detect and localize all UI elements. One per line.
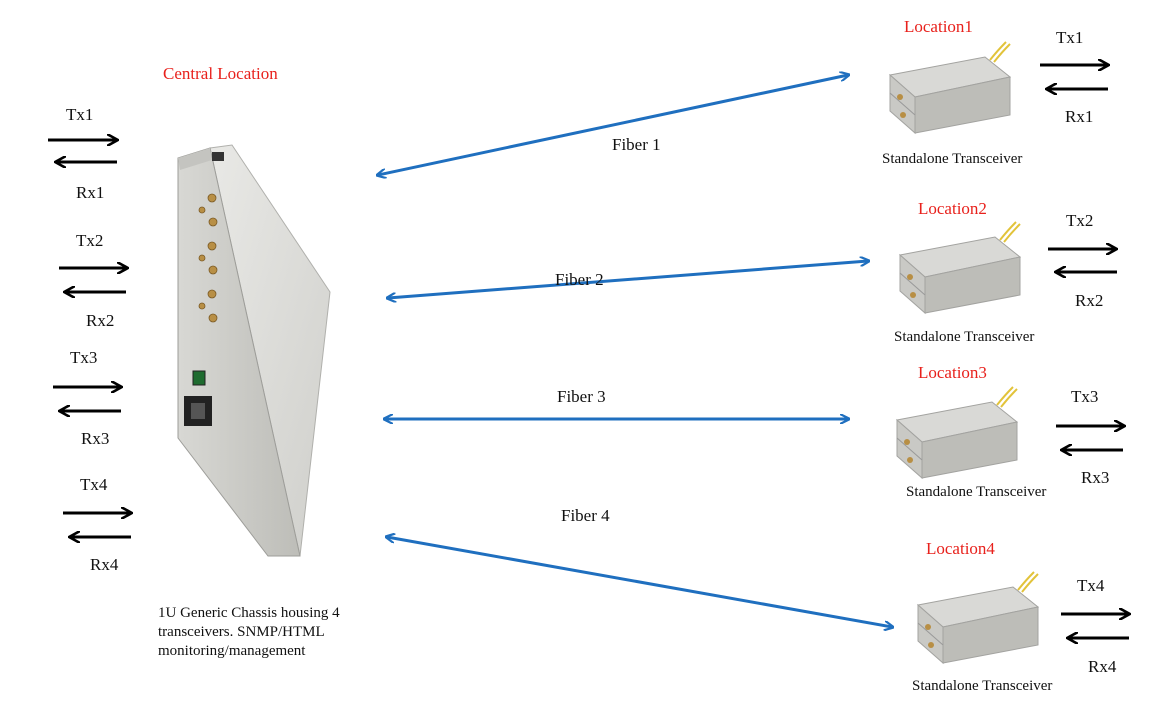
location1-rx-label: Rx1 — [1065, 107, 1094, 126]
central-tx2-label: Tx2 — [76, 231, 104, 250]
central-tx1-label: Tx1 — [66, 105, 94, 124]
power-switch-icon — [212, 152, 224, 161]
fiber-1-label: Fiber 1 — [612, 135, 661, 154]
central-rx3-label: Rx3 — [81, 429, 110, 448]
location1-title: Location1 — [904, 17, 973, 36]
location4-device-label: Standalone Transceiver — [912, 678, 1053, 694]
location3-device-label: Standalone Transceiver — [906, 484, 1047, 500]
transceiver-image-2 — [898, 221, 1022, 315]
fiber-4-label: Fiber 4 — [561, 506, 610, 525]
central-rx1-label: Rx1 — [76, 183, 105, 202]
location1-tx-label: Tx1 — [1056, 28, 1084, 47]
central-chassis-description: 1U Generic Chassis housing 4 transceiver… — [158, 605, 340, 659]
central-tx4-label: Tx4 — [80, 475, 108, 494]
transceiver-image-3 — [895, 386, 1019, 480]
central-location-title: Central Location — [163, 64, 278, 83]
fiber-2-link — [388, 261, 868, 298]
central-rx4-label: Rx4 — [90, 555, 119, 574]
location1-device-label: Standalone Transceiver — [882, 151, 1023, 167]
fiber-1-link — [378, 75, 848, 175]
central-port-arrows — [48, 140, 131, 537]
fiber-4-link — [387, 537, 892, 627]
fiber-2-label: Fiber 2 — [555, 270, 604, 289]
location3-rx-label: Rx3 — [1081, 468, 1110, 487]
fiber-3-label: Fiber 3 — [557, 387, 606, 406]
power-led-icon — [192, 370, 206, 386]
location2-rx-label: Rx2 — [1075, 291, 1104, 310]
fiber-links — [378, 75, 892, 627]
location2-title: Location2 — [918, 199, 987, 218]
location3-tx-label: Tx3 — [1071, 387, 1099, 406]
location-port-arrows — [1040, 65, 1129, 638]
transceiver-image-4 — [916, 571, 1040, 665]
central-rx2-label: Rx2 — [86, 311, 115, 330]
location4-rx-label: Rx4 — [1088, 657, 1117, 676]
location2-device-label: Standalone Transceiver — [894, 329, 1035, 345]
location3-title: Location3 — [918, 363, 987, 382]
location4-tx-label: Tx4 — [1077, 576, 1105, 595]
transceiver-image-1 — [888, 41, 1012, 135]
location4-title: Location4 — [926, 539, 995, 558]
location2-tx-label: Tx2 — [1066, 211, 1094, 230]
central-chassis-image — [177, 144, 331, 557]
central-tx3-label: Tx3 — [70, 348, 98, 367]
